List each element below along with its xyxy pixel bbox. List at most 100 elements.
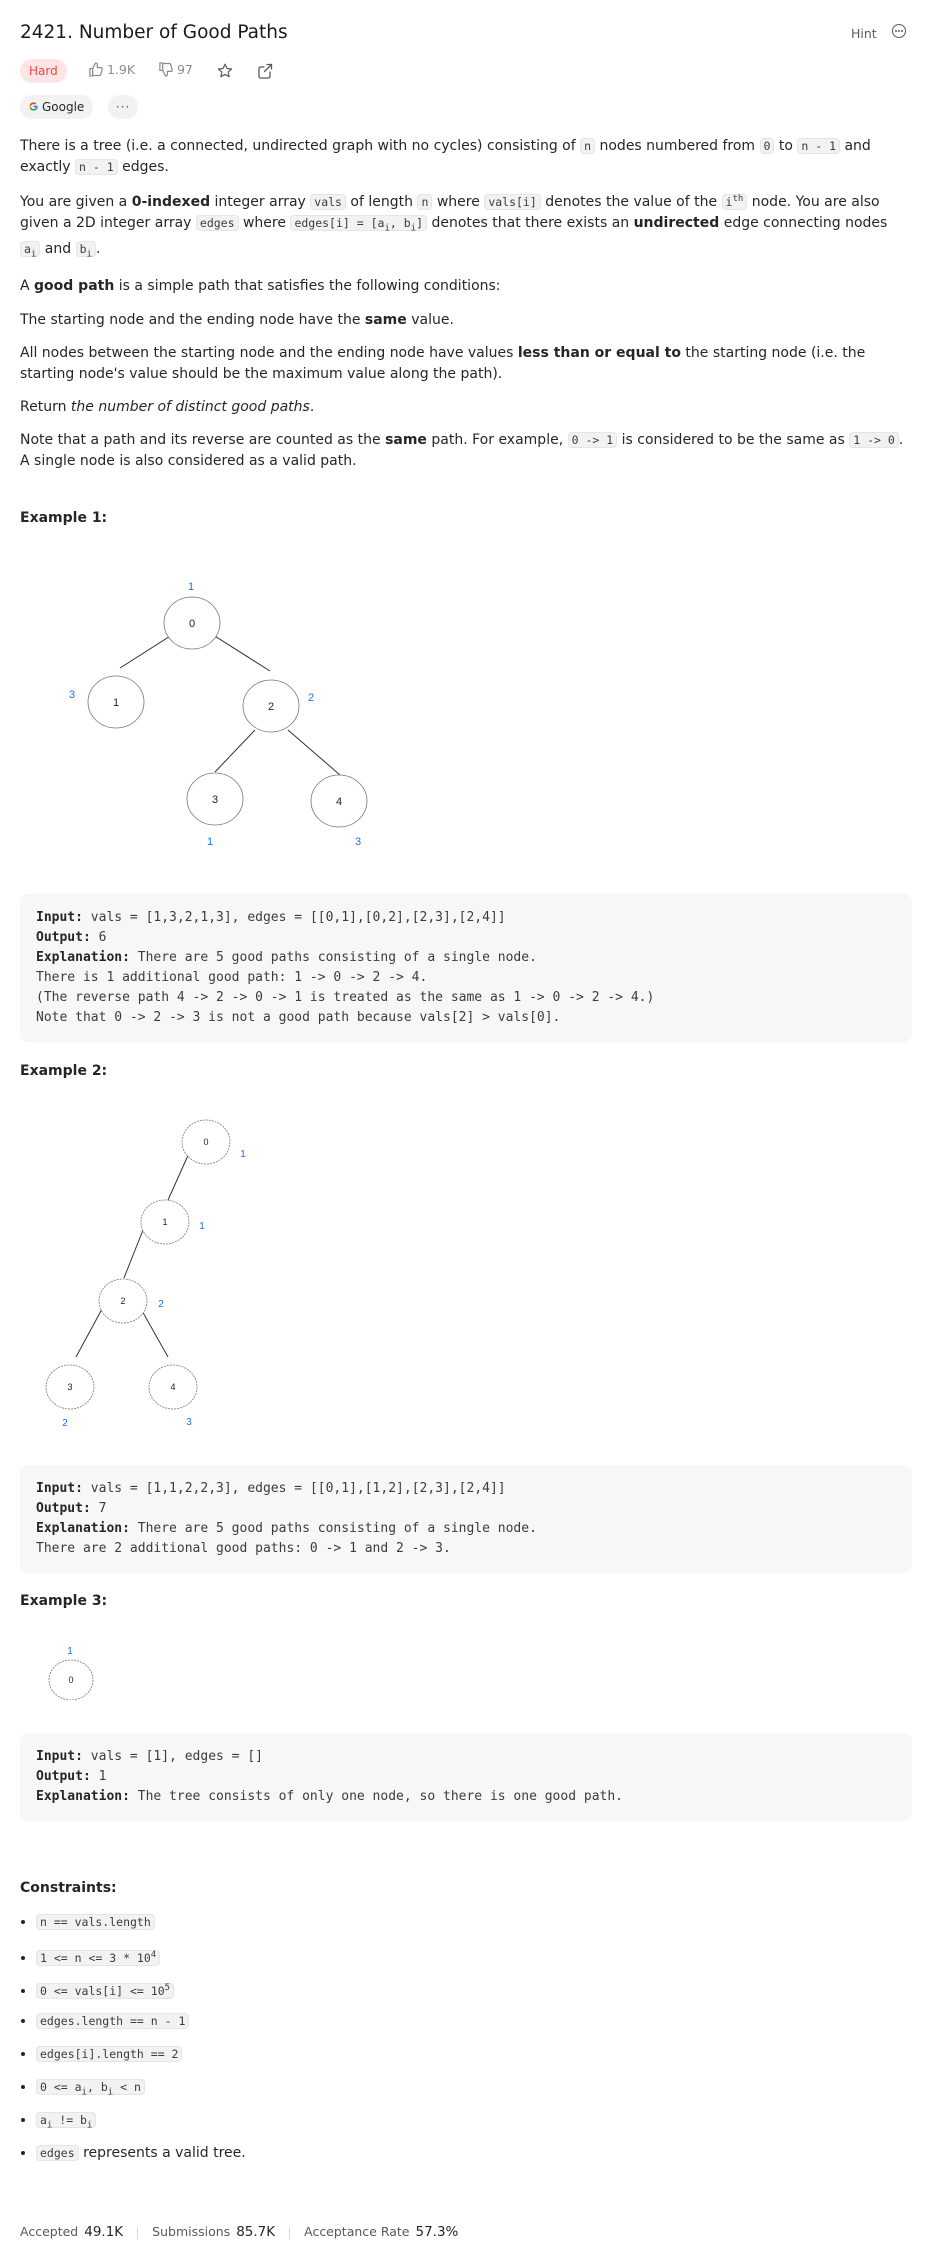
tree-node-circle [242,679,300,733]
inline-code: ith [721,193,748,210]
inline-code: 1 -> 0 [849,432,899,449]
text: 0 <= vals[i] <= 10 [40,1983,165,1998]
problem-description: There is a tree (i.e. a connected, undir… [20,136,912,472]
example-3-code-block: Input: vals = [1], edges = [] Output: 1 … [20,1733,912,1821]
inline-code: n [417,193,433,210]
constraint-item: 0 <= vals[i] <= 105 [36,1978,246,2011]
text: the starting node (i.e. the starting nod… [20,345,866,383]
desc-paragraph-2: You are given a 0-indexed integer array … [20,189,912,265]
input-value: vals = [1,3,2,1,3], edges = [[0,1],[0,2]… [82,910,506,925]
input-label: Input: [36,1481,83,1496]
output-value: 7 [90,1501,107,1516]
text: represents a valid tree. [78,2145,246,2161]
explanation-line: There is 1 additional good path: 1 -> 0 … [36,970,428,985]
tree-node-label: 4 [170,1382,175,1392]
text: node. You are also given a 2D integer ar… [20,193,880,231]
company-tag-google[interactable]: Google [20,95,94,119]
tree-node-label: 1 [162,1217,167,1227]
tree-node-circle [181,1119,231,1165]
tree-node-circle [148,1364,198,1410]
difficulty-badge: Hard [20,59,67,83]
favorite-button[interactable] [217,63,233,83]
inline-code: ai [20,241,41,260]
text: ] [416,215,424,230]
constraint-item: n == vals.length [36,1912,246,1945]
tree-node-value: 2 [158,1299,164,1310]
tree-node-value: 3 [186,1417,192,1428]
tree-node-circle [87,675,145,729]
text: . A single node is also considered as a … [20,432,904,470]
example-2-tree-diagram: 0 1 2 3 4 1 1 2 2 3 [45,1119,246,1429]
text: integer array [210,193,311,210]
tree-node-label: 1 [113,697,119,709]
tree-edge [214,729,256,773]
text: denotes that there exists an [427,214,634,231]
tree-node-value: 2 [62,1418,68,1429]
tree-edge [140,1308,169,1358]
subscript: i [30,249,37,260]
bold-text: less than or equal to [517,345,681,362]
tree-node-label: 3 [67,1382,72,1392]
inline-code: vals [310,193,346,210]
subscript: i [46,2120,53,2131]
text: Note that a path and its reverse are cou… [20,432,386,449]
explanation-text: There are 5 good paths consisting of a s… [129,1521,537,1536]
tree-edge [123,1229,144,1279]
input-value: vals = [1,1,2,2,3], edges = [[0,1],[1,2]… [82,1481,506,1496]
tree-node-value: 1 [207,836,213,848]
constraints-list: n == vals.length 1 <= n <= 3 * 104 0 <= … [18,1912,246,2176]
explanation-line: Note that 0 -> 2 -> 3 is not a good path… [36,1010,561,1025]
accepted-count: 49.1K [84,2224,124,2240]
superscript: 5 [164,1983,171,1993]
example-1-code-block: Input: vals = [1,3,2,1,3], edges = [[0,1… [20,894,912,1042]
example-2-code-block: Input: vals = [1,1,2,2,3], edges = [[0,1… [20,1465,912,1573]
inline-code: edges.length == n - 1 [36,2013,190,2029]
dislike-button[interactable]: 97 [158,62,193,77]
bold-text: 0-indexed [131,193,211,210]
example-1-title: Example 1: [20,510,108,526]
text: value. [406,312,454,329]
text: is considered to be the same as [617,432,850,449]
submissions-count: 85.7K [236,2224,276,2240]
example-1-tree-diagram: 0 1 2 3 4 1 3 2 1 3 [69,581,368,848]
bold-text: good path [34,278,115,295]
tree-edge [119,632,176,669]
google-icon [29,102,38,111]
output-label: Output: [36,930,91,945]
inline-code: 1 <= n <= 3 * 104 [36,1949,161,1966]
text: A [20,278,35,295]
text: The starting node and the ending node ha… [20,312,365,329]
tree-edge [209,632,271,672]
explanation-label: Explanation: [36,1789,130,1804]
desc-paragraph-4: The starting node and the ending node ha… [20,310,912,331]
text: All nodes between the starting node and … [20,345,518,362]
bold-text: undirected [633,214,720,231]
output-label: Output: [36,1769,91,1784]
explanation-text: The tree consists of only one node, so t… [129,1789,624,1804]
tree-node-value: 1 [188,581,194,593]
thumbs-down-icon [159,62,173,77]
inline-code: 0 <= ai, bi < n [36,2079,145,2098]
hint-button[interactable]: Hint [851,26,877,41]
text: b [79,242,87,257]
like-count: 1.9K [106,62,136,77]
share-button[interactable] [257,63,273,83]
text: i [725,194,733,209]
tree-node-circle [48,1659,94,1700]
text: and exactly [20,138,871,175]
tree-node-circle [163,596,221,650]
acceptance-rate-value: 57.3% [415,2224,459,2240]
more-options-icon[interactable] [892,24,906,38]
text: 0 <= a [40,2080,82,2094]
more-tags-button[interactable]: ··· [108,95,138,119]
inline-code: vals[i] [484,193,541,210]
constraint-item: ai != bi [36,2110,246,2143]
tree-node-label: 2 [120,1296,125,1306]
text: You are given a [20,193,132,210]
text: , b [389,215,411,230]
text: , b [86,2080,108,2094]
subscript: i [81,2087,87,2098]
explanation-line: (The reverse path 4 -> 2 -> 0 -> 1 is tr… [36,990,655,1005]
like-button[interactable]: 1.9K [88,62,135,77]
